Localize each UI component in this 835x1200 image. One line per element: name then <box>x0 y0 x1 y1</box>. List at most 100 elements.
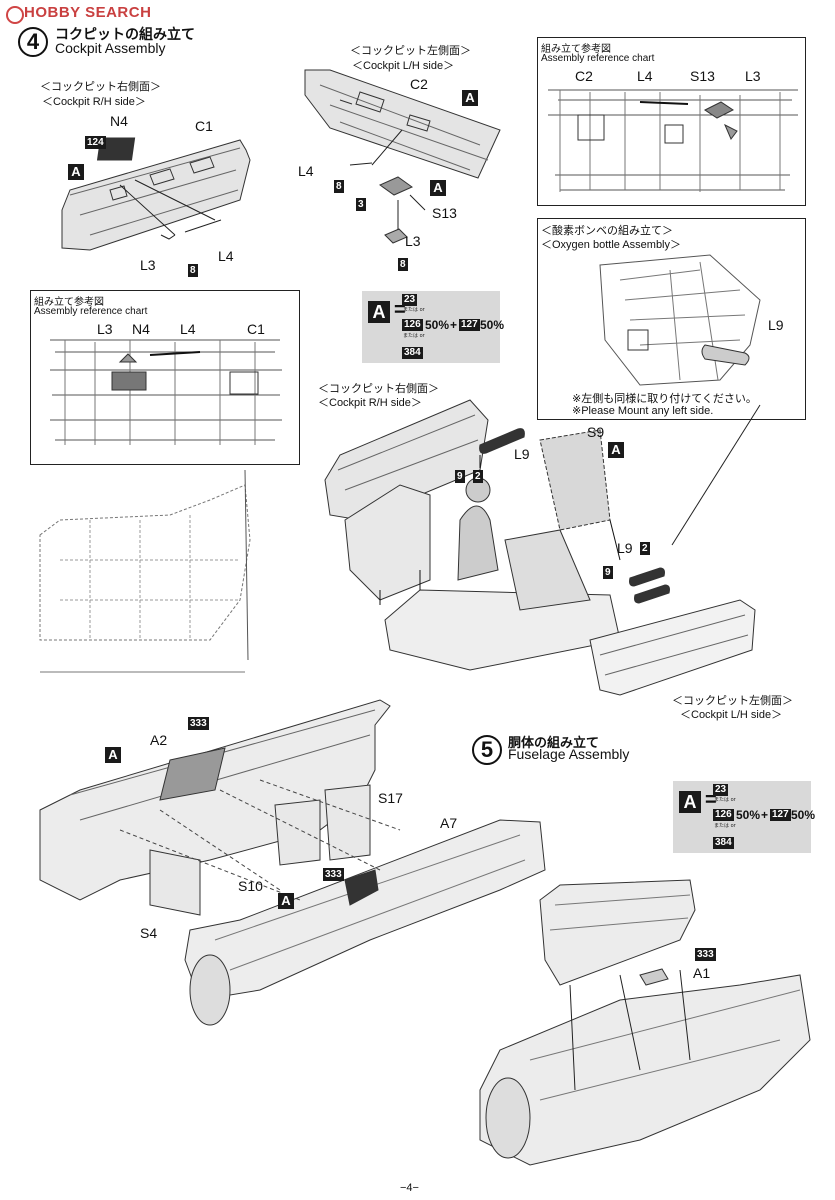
reference-chart-left <box>30 290 300 465</box>
lh-side-label-en: ＜Cockpit L/H side＞ <box>352 60 455 72</box>
part-s9: S9 <box>587 424 605 440</box>
paint-a-badge: A <box>430 180 446 196</box>
paint-plus: + <box>450 318 458 332</box>
oxygen-note-en: ※Please Mount any left side. <box>572 405 714 417</box>
paint-code-23: 23 <box>402 294 418 306</box>
paint-code-384: 384 <box>402 347 423 359</box>
paint-a-badge: A <box>105 747 121 763</box>
paint-mix-letter: A <box>368 301 390 323</box>
armor-plate-s9 <box>539 429 611 531</box>
rh-side-label-en: ＜Cockpit R/H side＞ <box>42 96 146 108</box>
ref-part-n4: N4 <box>132 321 150 337</box>
lh-side-panel <box>304 69 501 179</box>
paint-or-2: または or <box>403 333 425 339</box>
ref-part-l4: L4 <box>180 321 196 337</box>
part-s4: S4 <box>140 925 158 941</box>
part-l9: L9 <box>514 446 530 462</box>
ref-part-c1: C1 <box>247 321 265 337</box>
paint-or-2: または or <box>714 823 736 829</box>
paint-or-1: または or <box>714 797 736 803</box>
ref-part-s13: S13 <box>690 68 715 84</box>
paint-mix-letter: A <box>679 791 701 813</box>
reference-chart-right <box>537 37 806 206</box>
paint-a-badge: A <box>608 442 624 458</box>
rh-side2-label-jp: ＜コックピット右側面＞ <box>318 382 439 395</box>
step-5-title-en: Fuselage Assembly <box>508 746 630 762</box>
part-l4: L4 <box>218 248 234 264</box>
hobbysearch-logo-icon <box>6 6 24 24</box>
step-4-title-jp: コクピットの組み立て <box>55 27 195 43</box>
ref-chart-title-en: Assembly reference chart <box>34 306 148 317</box>
part-a7: A7 <box>440 815 458 831</box>
paint-pct-126: 50% <box>736 808 761 822</box>
ref-part-c2: C2 <box>575 68 593 84</box>
site-logo: HOBBY SEARCH <box>24 4 152 21</box>
color-code-8: 8 <box>188 264 198 277</box>
part-a1: A1 <box>693 965 711 981</box>
step-4-title-en: Cockpit Assembly <box>55 40 166 56</box>
page-number: −4− <box>400 1182 419 1194</box>
part-n4: N4 <box>110 113 128 129</box>
part-c2: C2 <box>410 76 428 92</box>
paint-code-127: 127 <box>459 319 480 331</box>
ref-part-l4: L4 <box>637 68 653 84</box>
part-l4: L4 <box>298 163 314 179</box>
ref-chart-title-jp: 組み立て参考図 <box>541 44 611 55</box>
color-code-2: 2 <box>473 470 483 483</box>
part-l3: L3 <box>405 233 421 249</box>
color-code-9: 9 <box>455 470 465 483</box>
color-code-3: 3 <box>356 198 366 211</box>
lh-side2-label-en: ＜Cockpit L/H side＞ <box>680 709 783 721</box>
color-code-333: 333 <box>188 717 209 730</box>
rh-side2-label-en: ＜Cockpit R/H side＞ <box>318 397 422 409</box>
paint-or-1: または or <box>403 307 425 313</box>
color-code-2: 2 <box>640 542 650 555</box>
part-l3: L3 <box>140 257 156 273</box>
ref-chart-title-en: Assembly reference chart <box>541 53 655 64</box>
part-c1: C1 <box>195 118 213 134</box>
part-s10: S10 <box>238 878 263 894</box>
paint-a-badge: A <box>68 164 84 180</box>
rh-side-panel <box>61 139 251 251</box>
color-code-9: 9 <box>603 566 613 579</box>
paint-code-23: 23 <box>713 784 729 796</box>
part-l9-left: L9 <box>617 540 633 556</box>
step-4-number: 4 <box>18 27 48 57</box>
step-5-number: 5 <box>472 735 502 765</box>
ref-chart-title-jp: 組み立て参考図 <box>34 297 104 308</box>
paint-pct-127: 50% <box>791 808 816 822</box>
lh-side-label-jp: ＜コックピット左側面＞ <box>350 44 471 57</box>
rh-side-label-jp: ＜コックピット右側面＞ <box>40 80 161 93</box>
part-s17: S17 <box>378 790 403 806</box>
paint-mix-eq: = <box>394 299 406 321</box>
color-code-8: 8 <box>334 180 344 193</box>
lh-side2-label-jp: ＜コックピット左側面＞ <box>672 694 793 707</box>
ref-part-l3: L3 <box>745 68 761 84</box>
paint-code-384: 384 <box>713 837 734 849</box>
color-code-333: 333 <box>323 868 344 881</box>
oxygen-title-jp: ＜酸素ボンベの組み立て＞ <box>541 224 673 237</box>
part-s13: S13 <box>432 205 457 221</box>
color-code-124: 124 <box>85 136 106 149</box>
paint-mix-box: A = 23 または or 126 50% + 127 50% または or 3… <box>362 291 504 363</box>
paint-code-126: 126 <box>713 809 734 821</box>
paint-a-badge: A <box>462 90 478 106</box>
paint-code-127: 127 <box>770 809 791 821</box>
color-code-333: 333 <box>695 948 716 961</box>
part-a2: A2 <box>150 732 168 748</box>
step-5-title-jp: 胴体の組み立て <box>508 736 600 751</box>
ref-part-l3: L3 <box>97 321 113 337</box>
paint-pct-126: 50% <box>425 318 450 332</box>
oxygen-title-en: ＜Oxygen bottle Assembly＞ <box>541 239 682 251</box>
oxygen-part-l9: L9 <box>768 317 784 333</box>
paint-plus: + <box>761 808 769 822</box>
paint-pct-127: 50% <box>480 318 505 332</box>
paint-a-badge: A <box>278 893 294 909</box>
oxygen-bottle-box <box>537 218 806 420</box>
paint-code-126: 126 <box>402 319 423 331</box>
color-code-8: 8 <box>398 258 408 271</box>
paint-mix-box: A = 23 または or 126 50% + 127 50% または or 3… <box>673 781 815 853</box>
oxygen-note-jp: ※左側も同様に取り付けてください。 <box>572 392 757 405</box>
paint-mix-eq: = <box>705 789 717 811</box>
